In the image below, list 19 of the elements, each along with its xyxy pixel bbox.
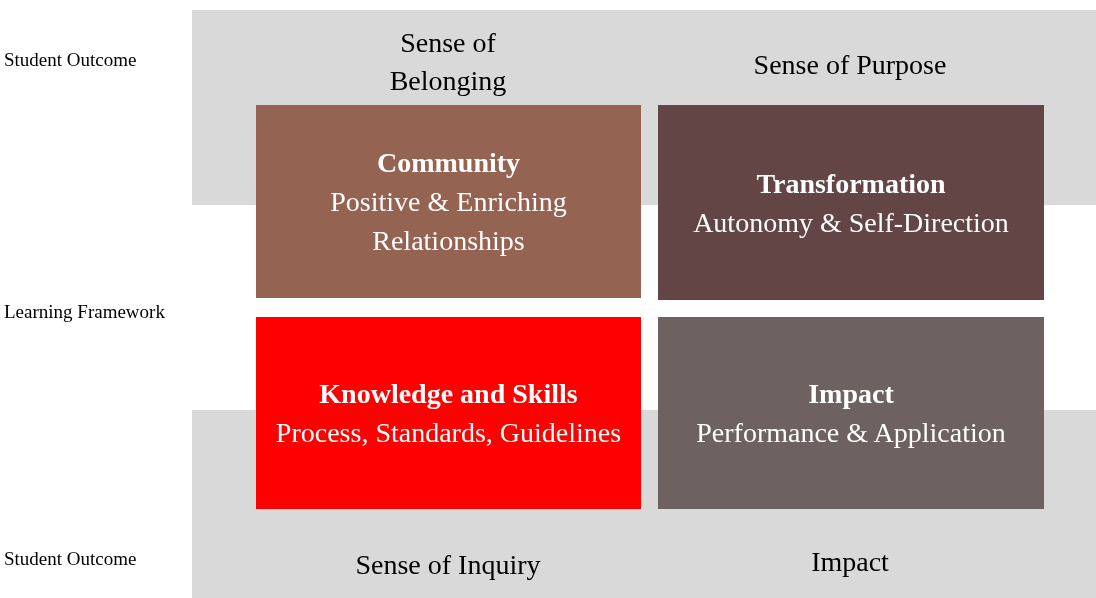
quadrant-box [658,105,1044,300]
box-text: Positive & Enriching Relationships [329,185,568,258]
outcome-label: Sense of Inquiry [354,548,542,582]
outcome-label: Impact [810,545,890,579]
quadrant-box [658,317,1044,509]
quadrant-box [256,317,641,509]
box-text: Performance & Application [696,416,1006,450]
box-heading: Impact [808,377,894,411]
box-heading: Transformation [756,166,946,201]
outcome-label: Sense of Belonging [388,26,508,98]
row-label: Student Outcome [4,48,138,72]
box-heading: Community [376,146,521,180]
quadrant-box [256,105,641,298]
row-label: Learning Framework [4,300,166,324]
row-label: Student Outcome [4,547,138,571]
box-text: Process, Standards, Guidelines [275,416,622,450]
outcome-label: Sense of Purpose [752,48,948,82]
box-text: Autonomy & Self-Direction [693,205,1009,240]
box-heading: Knowledge and Skills [319,377,578,411]
